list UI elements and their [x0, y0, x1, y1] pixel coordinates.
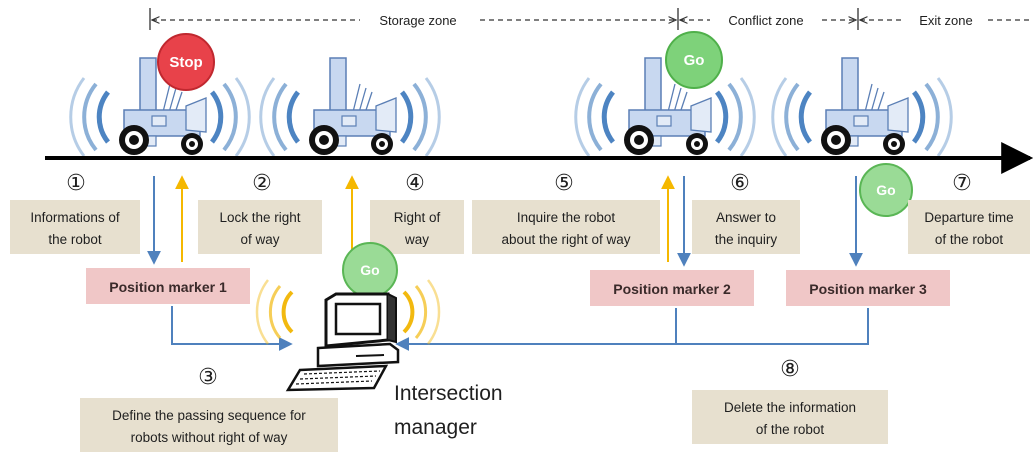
step-7-line1: Departure time [924, 210, 1013, 225]
position-marker-3: Position marker 3 [786, 270, 950, 306]
step-1-line2: the robot [48, 232, 102, 247]
zone-label-storage: Storage zone [379, 13, 456, 28]
step-number-2: ② [252, 171, 272, 196]
step-box-4: Right of way [370, 200, 464, 254]
go-signal-exit: Go [859, 163, 913, 217]
zone-header: Storage zone Conflict zone Exit zone [149, 8, 1030, 30]
go-signal-label: Go [876, 182, 895, 198]
go-signal-label: Go [360, 262, 379, 278]
stop-signal-label: Stop [169, 54, 202, 71]
step-6-line2: the inquiry [715, 232, 778, 247]
step-4-line1: Right of [394, 210, 441, 225]
step-1-line1: Informations of [30, 210, 120, 225]
step-number-8: ⑧ [780, 357, 800, 382]
step-number-5: ⑤ [554, 171, 574, 196]
position-marker-2-label: Position marker 2 [613, 281, 731, 297]
step-3-line1: Define the passing sequence for [112, 408, 306, 423]
step-5-line2: about the right of way [501, 232, 630, 247]
go-signal-manager: Go [342, 242, 398, 298]
step-3-line2: robots without right of way [131, 430, 288, 445]
step-box-6: Answer to the inquiry [692, 200, 800, 254]
step-box-5: Inquire the robot about the right of way [472, 200, 660, 254]
position-marker-1: Position marker 1 [86, 268, 250, 304]
step-8-line1: Delete the information [724, 400, 856, 415]
manager-title-line2: manager [394, 416, 477, 439]
robot-3 [576, 58, 755, 156]
computer-icon [255, 279, 441, 392]
position-marker-2: Position marker 2 [590, 270, 754, 306]
robot-4 [773, 58, 952, 156]
step-7-line2: of the robot [935, 232, 1004, 247]
stop-signal: Stop [157, 33, 215, 91]
arrow-marker1-to-manager [171, 306, 293, 351]
step-box-1: Informations of the robot [10, 200, 140, 254]
go-signal-conflict: Go [665, 31, 723, 89]
position-marker-1-label: Position marker 1 [109, 279, 227, 295]
manager-title-line1: Intersection [394, 382, 503, 405]
step-6-line1: Answer to [716, 210, 776, 225]
go-signal-label: Go [684, 52, 705, 69]
step-box-7: Departure time of the robot [908, 200, 1030, 254]
step-number-3: ③ [198, 365, 218, 390]
position-marker-3-label: Position marker 3 [809, 281, 927, 297]
step-box-8: Delete the information of the robot [692, 390, 888, 444]
step-4-line2: way [404, 232, 429, 247]
zone-label-exit: Exit zone [919, 13, 972, 28]
step-5-line1: Inquire the robot [517, 210, 616, 225]
step-number-1: ① [66, 171, 86, 196]
zone-label-conflict: Conflict zone [728, 13, 803, 28]
line-marker3-to-manager [676, 308, 869, 345]
step-number-7: ⑦ [952, 171, 972, 196]
step-8-line2: of the robot [756, 422, 825, 437]
step-2-line1: Lock the right [219, 210, 300, 225]
robot-2 [261, 58, 440, 156]
step-number-4: ④ [405, 171, 425, 196]
step-box-2: Lock the right of way [198, 200, 322, 254]
step-2-line2: of way [240, 232, 279, 247]
step-number-6: ⑥ [730, 171, 750, 196]
step-box-3: Define the passing sequence for robots w… [80, 398, 338, 452]
